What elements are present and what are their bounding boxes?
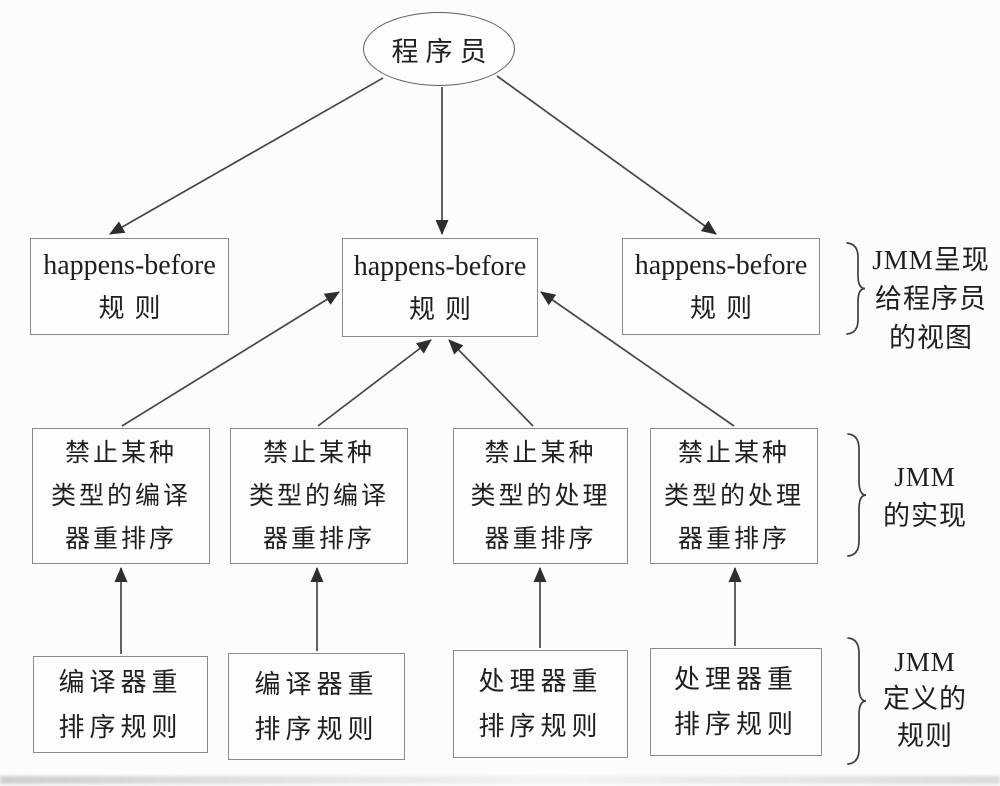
- impl-box-compiler-1: 禁止某种 类型的编译 器重排序: [32, 428, 210, 564]
- happens-before-box-right: happens-before 规则: [622, 238, 820, 335]
- annotation-defined-rules: JMM 定义的 规则: [873, 644, 977, 755]
- impl-box-processor-1: 禁止某种 类型的处理 器重排序: [453, 428, 628, 564]
- happens-before-box-left-line2: 规则: [98, 293, 171, 323]
- annotation-implementation: JMM 的实现: [873, 458, 977, 536]
- annotation-implementation-line1: JMM: [894, 462, 956, 492]
- rule-box-processor-1-line2: 排序规则: [478, 712, 603, 741]
- impl-box-processor-1-line3: 器重排序: [484, 525, 597, 553]
- arrow-impl3-to-hb-center: [448, 339, 534, 427]
- impl-box-processor-2: 禁止某种 类型的处理 器重排序: [650, 428, 818, 564]
- arrow-root-to-hb-right: [496, 75, 717, 235]
- impl-box-processor-2-line3: 器重排序: [677, 525, 790, 553]
- arrow-impl2-to-hb-center: [317, 339, 432, 427]
- happens-before-box-left-line1: happens-before: [43, 249, 216, 281]
- annotation-defined-rules-line3: 规则: [897, 721, 953, 751]
- happens-before-box-right-line1: happens-before: [634, 249, 808, 281]
- happens-before-box-center: happens-before 规则: [342, 238, 538, 337]
- annotation-view-line3: 的视图: [889, 323, 973, 353]
- impl-box-compiler-1-line1: 禁止某种: [64, 439, 177, 467]
- happens-before-box-left: happens-before 规则: [30, 238, 229, 335]
- impl-box-compiler-1-line3: 器重排序: [64, 525, 177, 553]
- rule-box-compiler-2: 编译器重 排序规则: [228, 653, 405, 760]
- annotation-defined-rules-line2: 定义的: [883, 684, 967, 714]
- impl-box-processor-2-line2: 类型的处理: [663, 482, 804, 510]
- happens-before-box-center-line2: 规则: [408, 294, 481, 324]
- arrow-root-to-hb-left: [109, 77, 384, 235]
- happens-before-box-right-line2: 规则: [689, 293, 762, 323]
- brace-implementation-icon: [847, 433, 867, 557]
- happens-before-box-center-line1: happens-before: [353, 250, 527, 282]
- rule-box-compiler-1-line2: 排序规则: [58, 712, 183, 742]
- rule-box-processor-1-line1: 处理器重: [478, 667, 603, 696]
- brace-view-icon: [846, 242, 866, 335]
- annotation-view-line2: 给程序员: [875, 284, 987, 314]
- rule-box-processor-1: 处理器重 排序规则: [453, 650, 628, 758]
- impl-box-compiler-2-line1: 禁止某种: [262, 439, 375, 467]
- annotation-implementation-line2: 的实现: [883, 501, 967, 531]
- root-node-programmer: 程序员: [363, 12, 515, 86]
- impl-box-compiler-1-line2: 类型的编译: [50, 482, 191, 510]
- rule-box-processor-2-line2: 排序规则: [673, 710, 798, 739]
- root-node-label: 程序员: [391, 36, 494, 67]
- rule-box-compiler-1-line1: 编译器重: [58, 667, 183, 697]
- impl-box-processor-1-line1: 禁止某种: [484, 439, 597, 467]
- rule-box-compiler-2-line1: 编译器重: [254, 669, 379, 699]
- impl-box-compiler-2-line2: 类型的编译: [248, 482, 389, 510]
- scan-artifact-strip: [0, 776, 1000, 784]
- rule-box-compiler-1: 编译器重 排序规则: [33, 656, 208, 753]
- impl-box-processor-1-line2: 类型的处理: [470, 482, 611, 510]
- rule-box-compiler-2-line2: 排序规则: [254, 714, 379, 744]
- annotation-defined-rules-line1: JMM: [894, 647, 956, 677]
- impl-box-compiler-2: 禁止某种 类型的编译 器重排序: [230, 428, 408, 564]
- brace-defined-rules-icon: [847, 637, 867, 765]
- annotation-view: JMM呈现 给程序员 的视图: [868, 241, 994, 358]
- impl-box-compiler-2-line3: 器重排序: [262, 525, 375, 553]
- rule-box-processor-2-line1: 处理器重: [673, 665, 798, 694]
- annotation-view-line1: JMM呈现: [872, 245, 990, 275]
- impl-box-processor-2-line1: 禁止某种: [677, 439, 790, 467]
- rule-box-processor-2: 处理器重 排序规则: [650, 648, 822, 756]
